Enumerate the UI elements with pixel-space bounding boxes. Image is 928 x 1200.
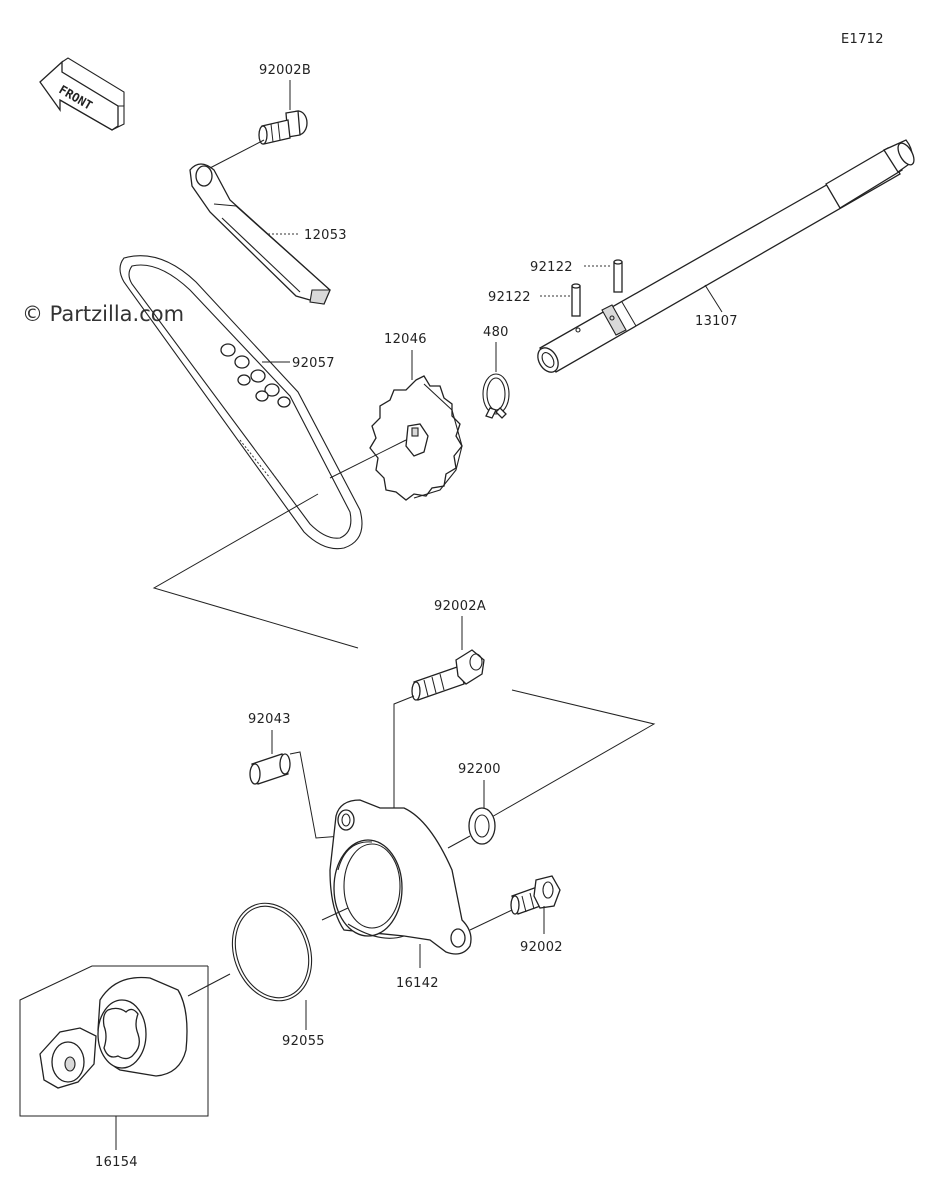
bolt-92002[interactable] [510, 875, 561, 915]
shaft-13107[interactable] [534, 139, 917, 376]
o-ring-92055[interactable] [219, 892, 325, 1012]
label-12046: 12046 [384, 332, 427, 347]
housing-16142[interactable] [329, 799, 472, 955]
label-92002b: 92002B [259, 63, 311, 78]
diagram-code: E1712 [841, 32, 884, 47]
pin-92122-upper[interactable] [613, 259, 623, 293]
watermark: © Partzilla.com [22, 302, 184, 326]
label-92057: 92057 [292, 356, 335, 371]
circlip-480[interactable] [482, 373, 510, 419]
rotor-set-16154[interactable] [19, 965, 209, 1117]
label-92122-upper: 92122 [530, 260, 573, 275]
pin-92122-lower[interactable] [571, 283, 581, 317]
label-13107: 13107 [695, 314, 738, 329]
label-92043: 92043 [248, 712, 291, 727]
chain-link-92057[interactable] [220, 343, 291, 408]
sprocket-12046[interactable] [369, 375, 463, 501]
washer-92200[interactable] [468, 807, 496, 845]
label-480: 480 [483, 325, 509, 340]
chain-guide-12053[interactable] [189, 163, 331, 305]
front-arrow-icon: FRONT [39, 57, 125, 131]
label-92200: 92200 [458, 762, 501, 777]
label-12053: 12053 [304, 228, 347, 243]
label-16154: 16154 [95, 1155, 138, 1170]
label-92122-lower: 92122 [488, 290, 531, 305]
dowel-92043[interactable] [249, 753, 291, 785]
label-92055: 92055 [282, 1034, 325, 1049]
bolt-92002a[interactable] [411, 649, 485, 701]
label-92002: 92002 [520, 940, 563, 955]
label-92002a: 92002A [434, 599, 486, 614]
drive-chain[interactable] [119, 255, 363, 550]
bolt-92002b[interactable] [258, 110, 308, 145]
label-16142: 16142 [396, 976, 439, 991]
